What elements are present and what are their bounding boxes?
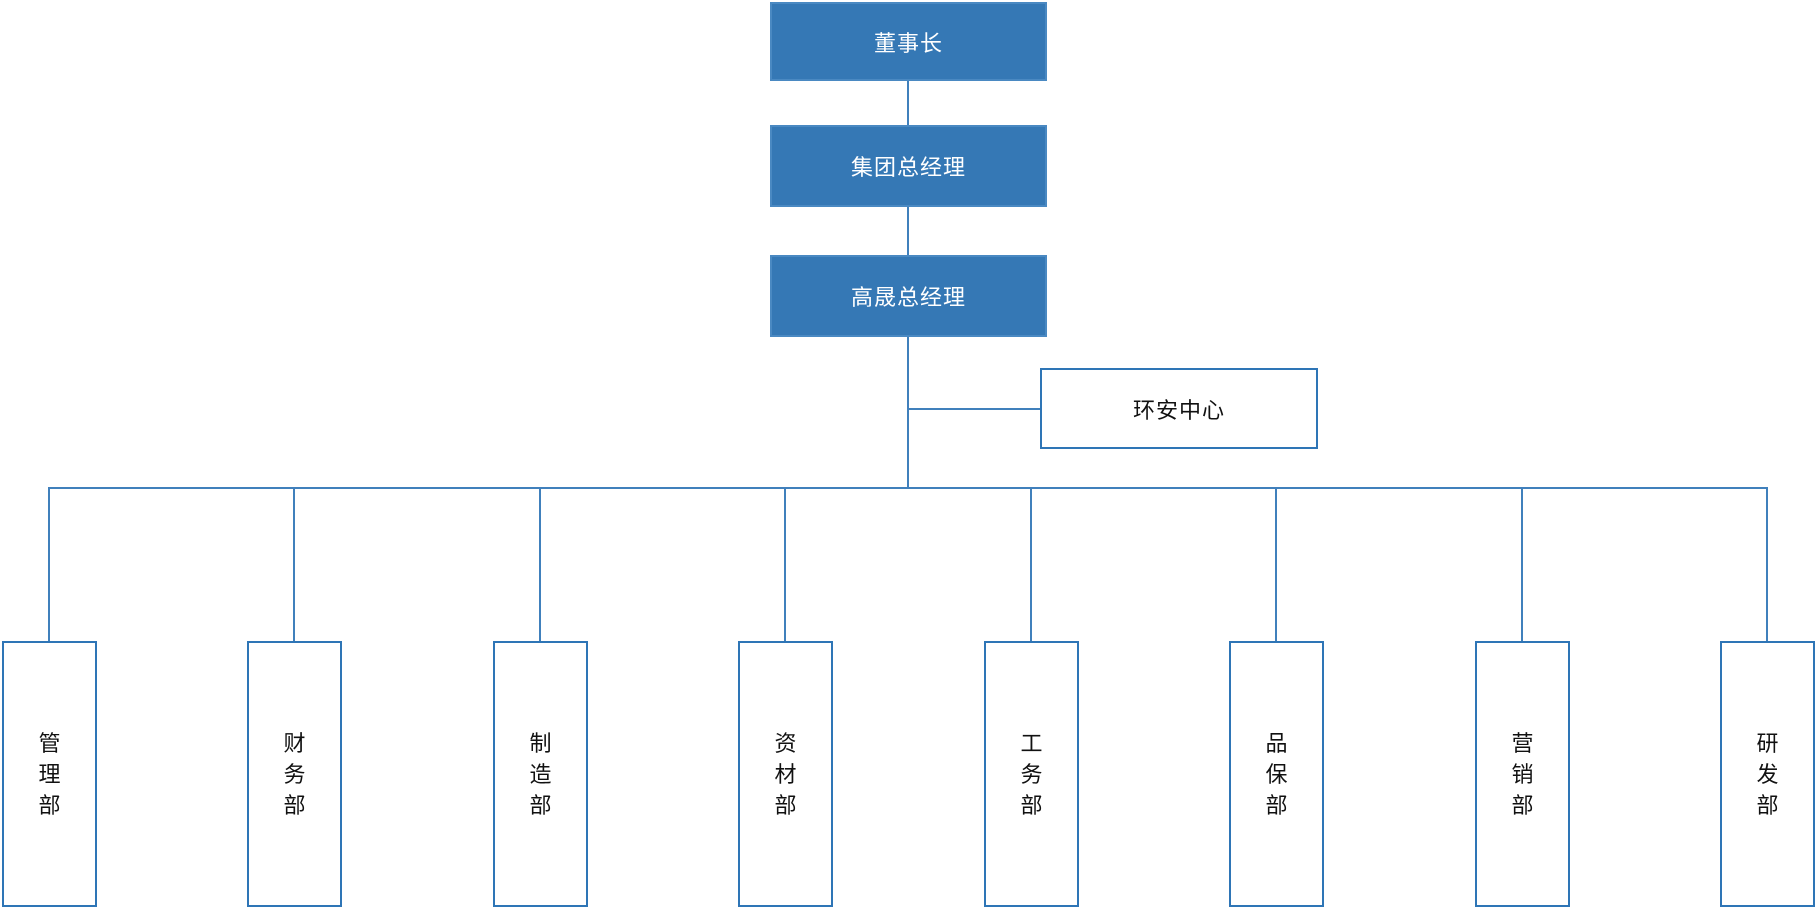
connector-drop-dept-6 (1521, 488, 1523, 641)
node-dept-marketing-label: 营销部 (1511, 730, 1534, 818)
node-group-general-manager[interactable]: 集团总经理 (770, 125, 1047, 207)
connector-staff-branch (908, 408, 1040, 410)
connector-drop-dept-2 (539, 488, 541, 641)
node-env-safety-center[interactable]: 环安中心 (1040, 368, 1318, 449)
node-dept-quality-assurance[interactable]: 品保部 (1229, 641, 1324, 907)
connector-drop-dept-5 (1275, 488, 1277, 641)
node-dept-management-label: 管理部 (38, 730, 61, 818)
connector-level1-level2 (907, 81, 909, 125)
connector-distribution-bar (48, 487, 1768, 489)
connector-level2-level3 (907, 207, 909, 255)
node-dept-rnd[interactable]: 研发部 (1720, 641, 1815, 907)
node-dept-materials-label: 资材部 (774, 730, 797, 818)
node-dept-engineering[interactable]: 工务部 (984, 641, 1079, 907)
node-dept-finance-label: 财务部 (283, 730, 306, 818)
connector-drop-dept-1 (293, 488, 295, 641)
node-dept-manufacturing[interactable]: 制造部 (493, 641, 588, 907)
node-chairman-label: 董事长 (873, 30, 943, 56)
node-dept-materials[interactable]: 资材部 (738, 641, 833, 907)
node-env-safety-center-label: 环安中心 (1132, 397, 1225, 423)
node-dept-manufacturing-label: 制造部 (529, 730, 552, 818)
node-dept-rnd-label: 研发部 (1756, 730, 1779, 818)
node-group-general-manager-label: 集团总经理 (850, 155, 966, 180)
node-gaosheng-general-manager-label: 高晟总经理 (850, 285, 966, 310)
connector-drop-dept-3 (784, 488, 786, 641)
node-dept-marketing[interactable]: 营销部 (1475, 641, 1570, 907)
connector-drop-dept-7 (1766, 488, 1768, 641)
connector-drop-dept-0 (48, 488, 50, 641)
connector-trunk (907, 337, 909, 488)
connector-drop-dept-4 (1030, 488, 1032, 641)
node-dept-management[interactable]: 管理部 (2, 641, 97, 907)
node-dept-engineering-label: 工务部 (1020, 730, 1043, 818)
node-gaosheng-general-manager[interactable]: 高晟总经理 (770, 255, 1047, 337)
node-dept-quality-assurance-label: 品保部 (1265, 730, 1288, 818)
node-dept-finance[interactable]: 财务部 (247, 641, 342, 907)
node-chairman[interactable]: 董事长 (770, 2, 1047, 81)
